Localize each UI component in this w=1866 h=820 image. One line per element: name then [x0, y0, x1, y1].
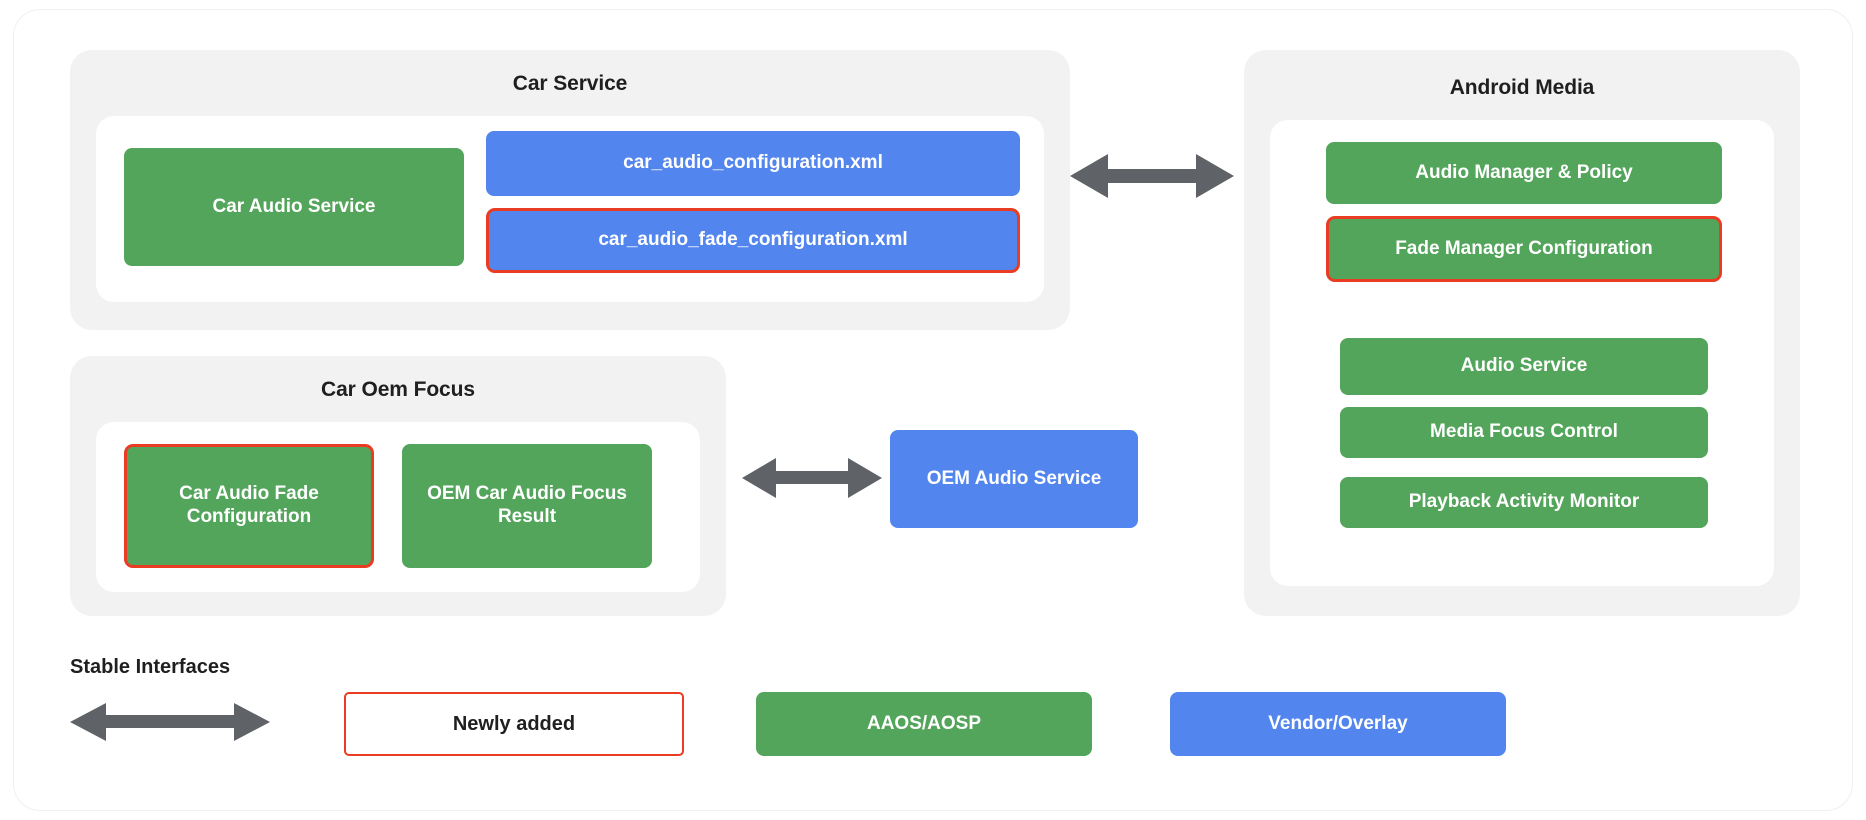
group-car-oem-focus-title: Car Oem Focus	[321, 378, 475, 401]
arrow-car-service-to-android-media	[1070, 152, 1234, 200]
group-car-service: Car Service Car Audio Service car_audio_…	[70, 50, 1070, 330]
legend-item-newly-added[interactable]: Newly added	[344, 692, 684, 756]
diagram-canvas: Car Service Car Audio Service car_audio_…	[14, 10, 1852, 810]
node-car-audio-fade-configuration[interactable]: Car Audio Fade Configuration	[124, 444, 374, 568]
node-fade-manager-configuration[interactable]: Fade Manager Configuration	[1326, 216, 1722, 282]
node-oem-audio-service[interactable]: OEM Audio Service	[890, 430, 1138, 528]
node-audio-manager-and-policy[interactable]: Audio Manager & Policy	[1326, 142, 1722, 204]
node-media-focus-control[interactable]: Media Focus Control	[1340, 407, 1708, 458]
node-car-audio-fade-configuration-xml[interactable]: car_audio_fade_configuration.xml	[486, 208, 1020, 273]
group-android-media-title: Android Media	[1449, 76, 1595, 99]
group-android-media: Android Media Audio Manager & Policy Fad…	[1244, 50, 1800, 616]
arrow-car-oem-focus-to-oem-audio-service	[742, 456, 882, 500]
legend-item-vendor-overlay[interactable]: Vendor/Overlay	[1170, 692, 1506, 756]
node-car-audio-configuration-xml[interactable]: car_audio_configuration.xml	[486, 131, 1020, 196]
group-car-oem-focus-inner: Car Audio Fade Configuration OEM Car Aud…	[96, 422, 700, 592]
node-playback-activity-monitor[interactable]: Playback Activity Monitor	[1340, 477, 1708, 528]
group-car-service-inner: Car Audio Service car_audio_configuratio…	[96, 116, 1044, 302]
legend-title: Stable Interfaces	[70, 656, 231, 678]
group-android-media-inner: Audio Manager & Policy Fade Manager Conf…	[1270, 120, 1774, 586]
node-car-audio-service[interactable]: Car Audio Service	[124, 148, 464, 266]
group-car-service-title: Car Service	[512, 72, 628, 95]
node-oem-car-audio-focus-result[interactable]: OEM Car Audio Focus Result	[402, 444, 652, 568]
node-audio-service[interactable]: Audio Service	[1340, 338, 1708, 395]
legend-stable-interface-arrow	[70, 700, 270, 744]
group-car-oem-focus: Car Oem Focus Car Audio Fade Configurati…	[70, 356, 726, 616]
legend-item-aaos-aosp[interactable]: AAOS/AOSP	[756, 692, 1092, 756]
